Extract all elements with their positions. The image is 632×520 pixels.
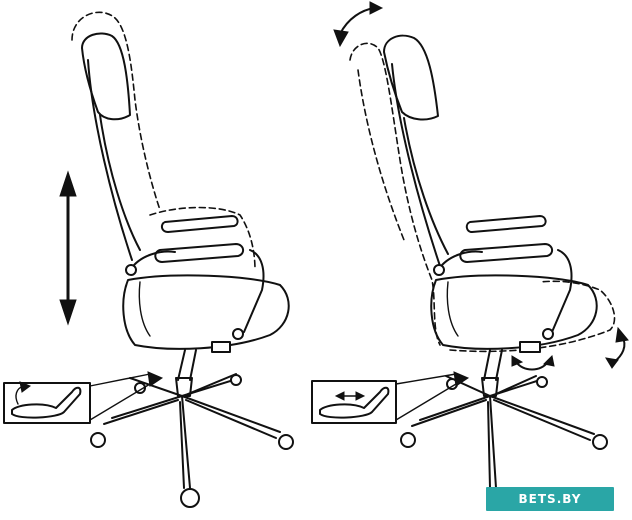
left-chair — [3, 11, 294, 508]
left-arm-bolt-front — [125, 264, 137, 276]
right-arm-bolt-front — [433, 264, 445, 276]
right-reclined-back-outline-2 — [357, 69, 405, 241]
left-raised-seat-outline — [149, 206, 256, 271]
right-cylinder — [481, 377, 499, 397]
lever-lift-arrow-icon — [15, 381, 32, 405]
tension-knob-rotate-arrow-icon — [511, 354, 555, 371]
right-backrest-inner — [403, 117, 449, 255]
right-seat-shell — [446, 281, 459, 337]
right-caster-2 — [592, 434, 608, 450]
right-armrest-upper — [465, 215, 547, 233]
left-arm-frame — [129, 249, 265, 333]
left-mechanism — [211, 341, 231, 353]
height-adjust-arrow-icon — [59, 170, 77, 326]
left-backrest-inner — [99, 114, 141, 251]
right-armrest-lower — [459, 243, 553, 263]
left-cylinder — [175, 377, 193, 397]
right-reclined-seat-outline — [449, 280, 616, 353]
left-lever — [11, 386, 82, 419]
right-mechanism — [519, 341, 541, 353]
left-caster-3 — [180, 488, 200, 508]
left-arm-bolt-rear — [232, 328, 244, 340]
brand-watermark-badge: BETS.BY — [486, 487, 614, 511]
left-pointer-arrow-icon — [147, 371, 164, 387]
right-lever — [319, 386, 390, 419]
left-star-base — [103, 373, 281, 489]
left-raised-backrest-outline — [71, 11, 161, 211]
left-seat-shell — [138, 281, 151, 337]
tilt-arrow-icon — [605, 326, 629, 369]
right-star-base — [411, 375, 595, 489]
left-lever-callout — [3, 371, 164, 424]
right-reclined-back-outline — [349, 42, 441, 346]
right-headrest — [383, 34, 439, 121]
left-caster-2 — [278, 434, 294, 450]
left-seat — [122, 274, 290, 350]
lever-push-arrow-icon — [334, 391, 366, 401]
right-caster-5 — [536, 376, 548, 388]
left-caster-4 — [134, 382, 146, 394]
left-caster-1 — [90, 432, 106, 448]
right-lever-callout — [311, 371, 470, 424]
right-pointer-arrow-icon — [453, 371, 470, 387]
left-armrest-upper — [160, 215, 239, 233]
right-caster-1 — [400, 432, 416, 448]
right-backrest — [391, 63, 441, 267]
right-gas-lift — [483, 349, 503, 381]
recline-arrow-icon — [333, 1, 384, 48]
right-arm-frame — [437, 249, 573, 333]
left-backrest — [87, 59, 133, 261]
left-armrest-lower — [154, 243, 244, 263]
right-seat — [430, 274, 598, 350]
left-gas-lift — [177, 349, 197, 381]
right-arm-bolt-rear — [542, 328, 554, 340]
right-chair — [311, 1, 629, 508]
left-caster-5 — [230, 374, 242, 386]
